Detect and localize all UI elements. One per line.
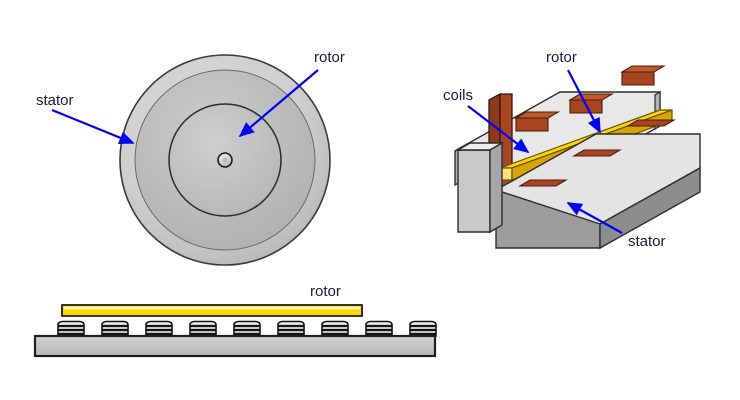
- coil-block: [233, 320, 261, 337]
- coil-block: [145, 320, 173, 337]
- coil-pad-top: [620, 65, 666, 73]
- coil-pad: [626, 119, 676, 127]
- label-coils-3d: coils: [443, 87, 473, 104]
- coil-block: [409, 320, 437, 337]
- stator-callout-arrow-3d: [566, 202, 623, 234]
- coil-block: [57, 320, 85, 337]
- stator-callout-arrow: [51, 108, 135, 145]
- coil-block: [321, 320, 349, 337]
- rotor-shaft-center: [222, 157, 228, 163]
- label-stator-3d: stator: [628, 233, 666, 250]
- stator-front-right-face: [599, 166, 701, 250]
- stator-rail-front: [495, 133, 701, 250]
- linear-motor-side-section: rotor: [33, 283, 437, 358]
- rotary-motor-cross-section: stator rotor: [36, 49, 345, 266]
- coil-block: [101, 320, 129, 337]
- rotor-callout-arrow-3d: [567, 69, 601, 134]
- label-rotor-rotary: rotor: [314, 49, 345, 66]
- left-block-side-face: [489, 141, 503, 234]
- coils-callout-arrow: [467, 105, 530, 154]
- coil-pad: [518, 179, 568, 187]
- rotor-bar-highlight: [64, 306, 360, 310]
- coil-block-group: [57, 320, 437, 337]
- rotor-callout-arrow: [238, 69, 319, 138]
- left-block-front-face: [457, 149, 491, 233]
- coil-block: [189, 320, 217, 337]
- label-rotor-3d: rotor: [546, 49, 577, 66]
- coil-pad: [515, 117, 549, 132]
- coil-pad: [572, 149, 622, 157]
- coil-pad-top: [514, 111, 560, 119]
- coil-pad: [621, 71, 655, 86]
- label-rotor-section: rotor: [310, 283, 341, 300]
- coil-pad-group-front: [518, 119, 676, 187]
- rotor-bar-section: [61, 304, 363, 317]
- stator-base-rail: [33, 334, 437, 358]
- linear-motor-3d-view: coils rotor stator: [443, 49, 701, 250]
- coil-pad-group-back: [514, 65, 666, 132]
- coil-block: [365, 320, 393, 337]
- label-stator-rotary: stator: [36, 92, 74, 109]
- stator-left-block: [455, 141, 505, 234]
- coil-block: [277, 320, 305, 337]
